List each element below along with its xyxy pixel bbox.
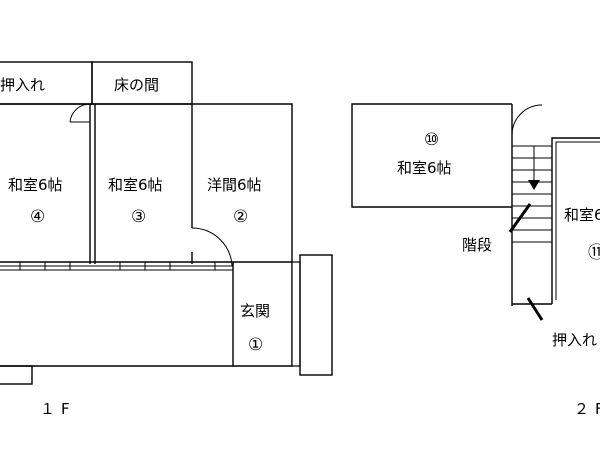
rooms-outer-wall [0,103,293,262]
room-11-outline [551,137,600,304]
entrance-step [299,254,333,376]
closet-1f-label: 押入れ [0,76,45,94]
room-4-number: ④ [30,207,45,227]
genkan-name: 玄関 [240,302,270,320]
room-11-inner-line [555,141,600,300]
stairs-leader-line [508,203,532,233]
alcove-label: 床の間 [114,76,159,94]
room-11-name: 和室6 [564,206,600,224]
door-swing-room-10 [511,104,543,136]
stair-arrow-icon [528,180,540,190]
floor-1-plan: 押入れ 床の間 和室6帖 ④ 和室6帖 ③ 洋間6帖 ② 玄関 ① １F [0,61,333,418]
closet-2f-label: 押入れ [552,331,597,349]
genkan-door-frame [291,261,301,367]
room-10-name: 和室6帖 [397,159,452,177]
room-2-number: ② [233,207,248,227]
door-swing-closet [69,103,91,123]
room-3-name: 和室6帖 [108,176,163,194]
floor-2-plan: ⑩ 和室6帖 和室6 ⑪ 階段 押入れ ２F [351,103,600,418]
bottom-left-step [0,365,33,385]
closet-2f-leader-line [526,297,544,321]
staircase [512,145,552,243]
stairs-label: 階段 [462,236,492,254]
room-10-outline [351,103,512,208]
room-4-name: 和室6帖 [8,176,63,194]
corridor-bottom-wall [0,262,234,367]
genkan-number: ① [248,335,263,355]
floor-2-label: ２F [574,400,600,418]
room-11-number: ⑪ [588,243,600,263]
corridor-rail-ticks [19,262,216,270]
room-3-number: ③ [131,207,146,227]
room-10-number: ⑩ [424,130,439,150]
floor-1-label: １F [40,400,76,418]
room-2-name: 洋間6帖 [207,176,262,194]
door-swing-room-2 [191,227,233,267]
